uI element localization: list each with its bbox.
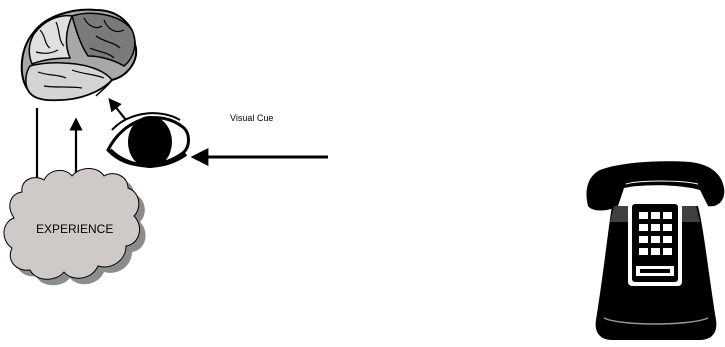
eye-icon (106, 112, 190, 168)
visual-cue-label: Visual Cue (230, 113, 273, 123)
brain-icon (20, 8, 138, 102)
telephone-icon (586, 161, 725, 340)
arrow-eye-to-brain (108, 97, 127, 121)
experience-label: EXPERIENCE (36, 222, 113, 236)
cloud-icon (3, 168, 146, 286)
